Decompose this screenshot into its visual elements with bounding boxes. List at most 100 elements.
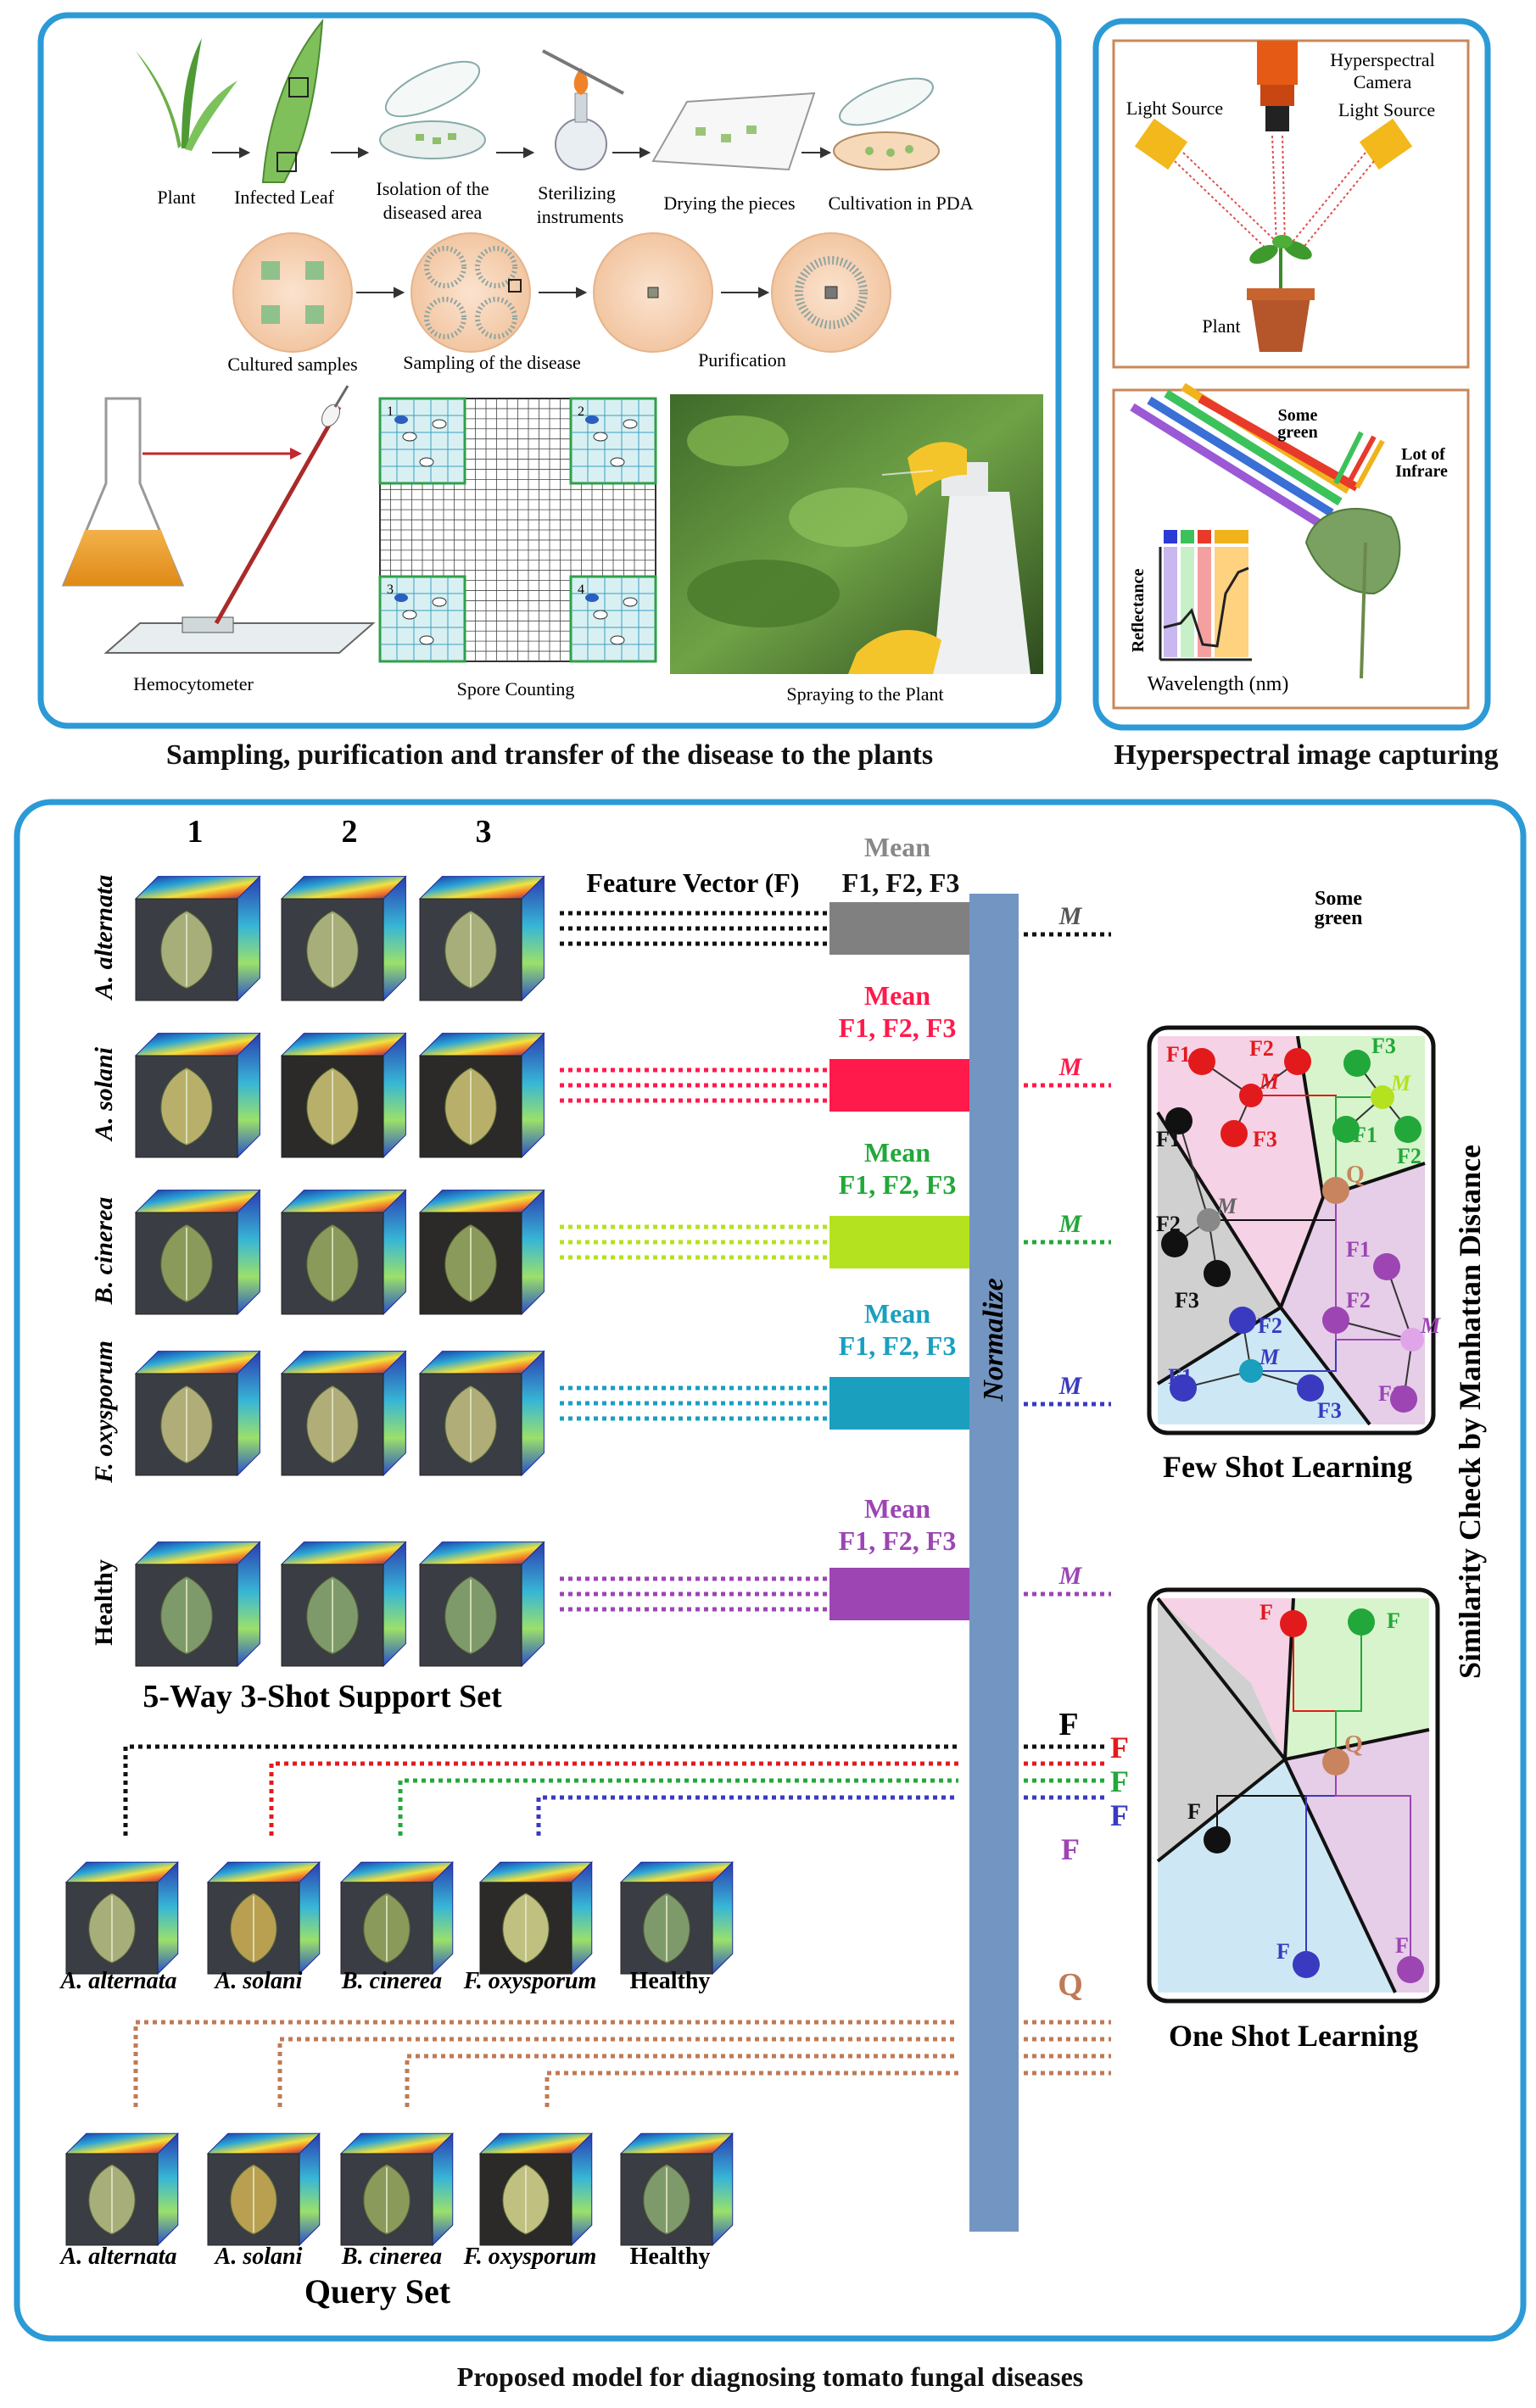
petri-dish-icon bbox=[379, 60, 486, 159]
support-point bbox=[1220, 1120, 1248, 1147]
query-edge bbox=[1335, 1096, 1382, 1190]
m-label: M bbox=[1058, 1210, 1083, 1238]
step-label-sampling: Sampling of the disease bbox=[403, 352, 581, 373]
class-label: Healthy bbox=[90, 1559, 118, 1646]
mean-label: Mean bbox=[864, 980, 930, 1011]
centroid-label: M bbox=[1390, 1071, 1411, 1095]
flow-arrows-row1 bbox=[212, 147, 832, 159]
region-boundary bbox=[1156, 1758, 1287, 1863]
support-point-label: F bbox=[1187, 1799, 1201, 1824]
m-label: M bbox=[1058, 902, 1083, 930]
wavelength-axis-label: Wavelength (nm) bbox=[1148, 673, 1289, 695]
step-label-drying: Drying the pieces bbox=[663, 192, 795, 214]
mean-label: Mean bbox=[864, 1298, 930, 1329]
support-point-label: F1 bbox=[1166, 1042, 1191, 1067]
centroid-point bbox=[1197, 1208, 1220, 1232]
support-point-label: F2 bbox=[1156, 1212, 1181, 1236]
stained-spore bbox=[394, 415, 408, 424]
support-point bbox=[1322, 1307, 1349, 1334]
support-point bbox=[1204, 1826, 1231, 1853]
purification-dish-1 bbox=[593, 232, 713, 353]
support-point bbox=[1373, 1253, 1400, 1280]
region-green bbox=[1285, 1598, 1429, 1759]
query-point-label: Q bbox=[1346, 1162, 1365, 1188]
support-point bbox=[1348, 1608, 1375, 1636]
cube-side bbox=[237, 1189, 260, 1316]
support-point-label: F3 bbox=[1253, 1127, 1277, 1151]
cube-side bbox=[237, 1350, 260, 1477]
query-f-line bbox=[123, 1744, 958, 1836]
support-point-label: F bbox=[1276, 1939, 1290, 1964]
query-class-label: Healthy bbox=[630, 2244, 711, 2270]
spore bbox=[402, 610, 417, 620]
centroid-point bbox=[1400, 1328, 1424, 1352]
step-label-sterilizing-2: instruments bbox=[537, 206, 624, 227]
similarity-title: Similarity Check by Manhattan Distance bbox=[1453, 1145, 1487, 1679]
reflectance-axis-label: Reflectance bbox=[1129, 568, 1148, 652]
support-point bbox=[1297, 1374, 1324, 1402]
some-green-label-2: green bbox=[1277, 423, 1317, 442]
query-set-title: Query Set bbox=[304, 2272, 451, 2310]
region-boundary bbox=[1156, 1306, 1282, 1385]
stray-green-label: green bbox=[1315, 907, 1363, 929]
spore bbox=[593, 432, 608, 442]
camera-label: Camera bbox=[1354, 71, 1412, 92]
f-label-green: F bbox=[1110, 1764, 1129, 1798]
hyperspectral-caption: Hyperspectral image capturing bbox=[1114, 739, 1499, 771]
plant-label: Plant bbox=[1202, 315, 1240, 337]
stray-some-label: Some bbox=[1315, 888, 1362, 910]
cube-side bbox=[521, 1541, 545, 1668]
class-label: A. alternata bbox=[90, 875, 118, 1001]
spraying-photo bbox=[670, 394, 1043, 674]
grid-quadrant bbox=[378, 397, 466, 485]
cube-side bbox=[712, 1861, 734, 1976]
hyperspectral-panel: Hyperspectral Camera Light Source Light … bbox=[1092, 18, 1491, 731]
cube-side bbox=[299, 2132, 321, 2247]
query-f-lines bbox=[123, 1744, 1107, 1836]
light-source-right-icon bbox=[1359, 118, 1413, 170]
centroid-point bbox=[1371, 1085, 1394, 1109]
support-point-label: F2 bbox=[1249, 1036, 1274, 1061]
centroid-edge bbox=[1178, 1120, 1209, 1221]
reflectance-chart bbox=[1159, 530, 1252, 661]
stained-spore bbox=[585, 594, 599, 602]
support-point-label: F3 bbox=[1175, 1288, 1199, 1313]
grid-quadrant bbox=[569, 575, 657, 663]
hyperspectral-label: Hyperspectral bbox=[1330, 49, 1434, 70]
light-source-left-label: Light Source bbox=[1126, 98, 1223, 119]
query-point-label: Q bbox=[1344, 1731, 1363, 1758]
support-point bbox=[1165, 1107, 1192, 1134]
normalize-label: Normalize bbox=[978, 1278, 1009, 1402]
stained-spore bbox=[394, 594, 408, 602]
feature-vector-label: Feature Vector (F) bbox=[586, 867, 799, 898]
m-label: M bbox=[1058, 1372, 1083, 1400]
cube-side bbox=[432, 1861, 454, 1976]
support-point bbox=[1397, 1956, 1424, 1983]
hyperspectral-camera-icon bbox=[1257, 41, 1298, 131]
support-point-label: F2 bbox=[1346, 1288, 1371, 1313]
support-point-label: F3 bbox=[1371, 1034, 1396, 1058]
class-label: A. solani bbox=[90, 1046, 118, 1142]
grid-number: 4 bbox=[578, 582, 584, 597]
support-point-label: F3 bbox=[1317, 1398, 1342, 1423]
cube-side bbox=[383, 1541, 406, 1668]
query-f-line bbox=[536, 1795, 958, 1836]
cultured-samples-dish bbox=[232, 232, 353, 353]
mean-bar bbox=[829, 1059, 969, 1112]
region-boundary bbox=[1279, 1196, 1325, 1308]
potted-plant-icon bbox=[1247, 235, 1315, 352]
normalize-bar bbox=[969, 894, 1019, 2232]
support-set-title: 5-Way 3-Shot Support Set bbox=[142, 1679, 502, 1714]
cube-side bbox=[383, 1032, 406, 1159]
query-class-label: A. alternata bbox=[59, 2244, 177, 2270]
sampling-panel: Plant Infected Leaf Isolation of the dis… bbox=[37, 12, 1062, 729]
spore bbox=[419, 635, 434, 645]
light-beams bbox=[1174, 135, 1375, 255]
spectrum-rays bbox=[1130, 382, 1385, 530]
